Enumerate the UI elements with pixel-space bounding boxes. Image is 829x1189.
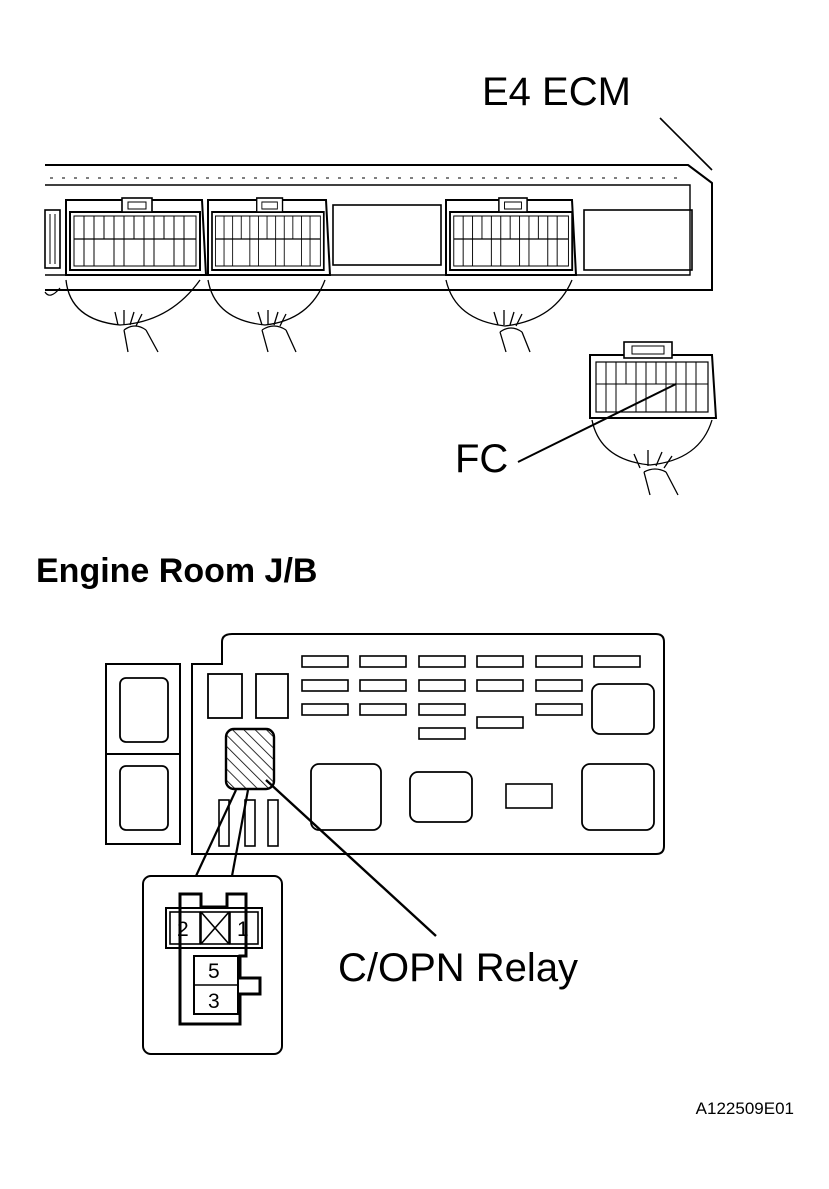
ecm-blank-slot-1 [332,204,442,266]
ecm-connector-partial [44,209,61,296]
fc-connector [517,341,718,496]
fuse-array [301,655,641,740]
ecm-connector-3 [445,197,578,327]
relay-label: C/OPN Relay [338,946,578,990]
fc-label: FC [455,437,508,481]
fc-leader-line [517,383,677,463]
figure-code: A122509E01 [696,1099,794,1118]
relay-pin-2: 2 [177,918,189,941]
ecm-leader-line [659,117,713,171]
relay-pinout-detail: 2 1 5 3 [142,875,283,1055]
relay-leader-line [265,779,437,937]
junction-block-title: Engine Room J/B [36,552,317,590]
engine-room-junction-block [105,633,665,855]
ecm-connector-1 [65,197,208,326]
ecm-wire-bundles [114,310,531,353]
detail-callout-lines [195,789,250,877]
relay-pin-1: 1 [237,918,249,941]
relay-pin-3: 3 [208,990,220,1013]
ecm-label: E4 ECM [482,70,631,114]
ecm-blank-slot-2 [583,209,693,271]
relay-pin-5: 5 [208,960,220,983]
copn-relay-location [224,727,276,791]
ecm-unit [44,117,713,353]
ecm-connector-2 [207,197,332,326]
